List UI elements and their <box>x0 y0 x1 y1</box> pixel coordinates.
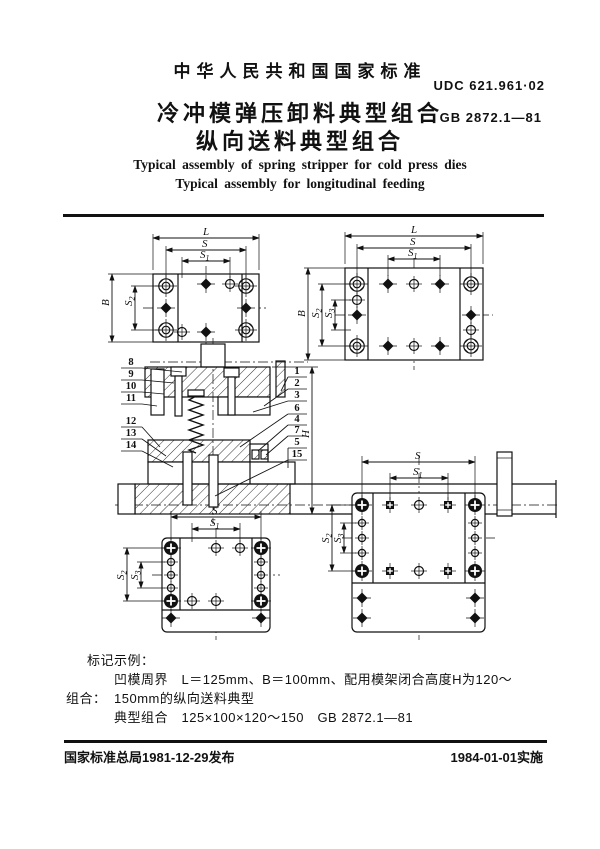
dim-label-S2: S2 <box>320 534 334 544</box>
fastening-screw <box>208 454 219 508</box>
punch-screw <box>227 376 236 416</box>
callout-9: 9 <box>128 369 133 380</box>
dim-label-L: L <box>410 224 417 236</box>
dim-label-S3: S3 <box>323 309 337 319</box>
callout-7: 7 <box>294 425 299 436</box>
marking-example-line1: 凹模周界 L＝125mm、B＝100mm、配用模架闭合高度H为120～150mm… <box>114 672 513 706</box>
marking-example-line2: 组合： <box>66 691 107 706</box>
dim-label-S1: S1 <box>200 249 210 263</box>
die-shank <box>200 343 226 368</box>
dim-label-B: B <box>100 299 112 306</box>
title-english-line1: Typical assembly of spring stripper for … <box>133 157 467 172</box>
footer-effective-date: 1984-01-01实施 <box>450 750 544 765</box>
callout-13: 13 <box>126 428 137 439</box>
dim-label-S3: S3 <box>332 534 346 544</box>
dim-label-H: H <box>300 429 312 439</box>
stripper-bolt <box>174 375 183 417</box>
dim-label-S3: S3 <box>129 571 143 581</box>
standard-code: GB 2872.1—81 <box>439 110 542 125</box>
guide-pillar <box>496 451 513 517</box>
callouts-right: 1 2 3 6 4 7 5 15 <box>214 366 307 497</box>
punch-plate <box>217 396 271 416</box>
header-rule <box>63 214 544 217</box>
dim-label-S1: S1 <box>413 466 423 480</box>
callout-1: 1 <box>294 366 299 377</box>
dim-label-S1: S1 <box>408 247 418 261</box>
title-english-line2: Typical assembly for longitudinal feedin… <box>175 176 425 191</box>
callout-2: 2 <box>294 378 299 389</box>
dim-label-S: S <box>202 238 208 250</box>
title-chinese-line2: 纵向送料典型组合 <box>195 129 404 154</box>
udc-number: UDC 621.961·02 <box>433 78 545 93</box>
callout-12: 12 <box>126 416 137 427</box>
dim-label-S: S <box>415 450 421 462</box>
stripper-plate <box>147 439 251 463</box>
footer-rule <box>64 740 547 743</box>
drawing-upper-plate-plan: L S S1 B S2 <box>100 226 269 350</box>
dim-label-S1: S1 <box>210 517 220 531</box>
callout-15: 15 <box>292 449 303 460</box>
dim-label-S: S <box>410 236 416 248</box>
callout-10: 10 <box>126 381 137 392</box>
national-standard-heading: 中华人民共和国国家标准 <box>173 62 427 81</box>
dim-label-S: S <box>212 505 218 517</box>
drawing-lower-plate-plan: L S S1 B S2 S3 <box>296 224 493 370</box>
dim-label-S2: S2 <box>310 309 324 319</box>
marking-example-heading: 标记示例： <box>87 653 155 668</box>
guide-bushing <box>150 368 165 416</box>
dim-label-B: B <box>296 310 308 317</box>
title-chinese-line1: 冷冲模弹压卸料典型组合 <box>156 101 443 126</box>
callout-3: 3 <box>294 390 299 401</box>
dim-label-S2: S2 <box>115 571 129 581</box>
callout-4: 4 <box>294 414 300 425</box>
guide-pin <box>275 360 286 398</box>
footer-issued-date: 国家标准总局1981-12-29发布 <box>64 750 235 765</box>
dim-label-S2: S2 <box>123 297 137 307</box>
callout-8: 8 <box>128 357 133 368</box>
callout-5: 5 <box>294 437 299 448</box>
callouts-left: 8 9 10 11 12 13 14 <box>121 357 183 468</box>
callout-14: 14 <box>126 440 137 451</box>
callout-11: 11 <box>126 393 136 404</box>
callout-6: 6 <box>294 403 299 414</box>
drawing-stripper-plan: S S1 S2 S3 <box>115 505 280 640</box>
marking-example-designation: 典型组合 125×100×120～150 GB 2872.1—81 <box>114 710 414 725</box>
drawing-die-plate-plan: S S1 S2 S3 <box>320 450 495 640</box>
dim-label-L: L <box>202 226 209 238</box>
drawing-cross-section: H 8 9 10 11 12 13 14 1 <box>115 338 560 524</box>
